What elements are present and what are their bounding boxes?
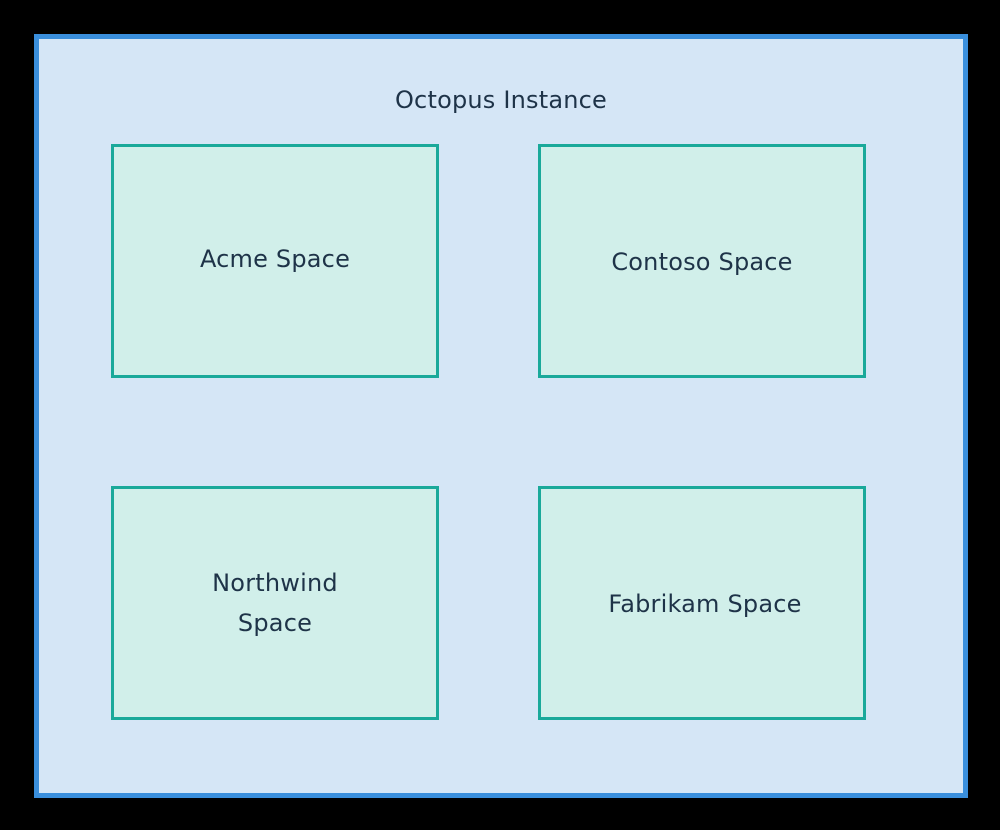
space-label-contoso: Contoso Space (611, 248, 793, 276)
octopus-instance-container: Octopus Instance Acme Space Contoso Spac… (34, 34, 968, 798)
space-label-northwind: Northwind Space (212, 569, 338, 637)
space-label-fabrikam: Fabrikam Space (608, 590, 802, 618)
space-box-fabrikam: Fabrikam Space (538, 486, 866, 720)
space-box-northwind: Northwind Space (111, 486, 439, 720)
space-box-contoso: Contoso Space (538, 144, 866, 378)
space-box-acme: Acme Space (111, 144, 439, 378)
instance-title: Octopus Instance (394, 86, 608, 114)
space-label-acme: Acme Space (199, 244, 351, 273)
